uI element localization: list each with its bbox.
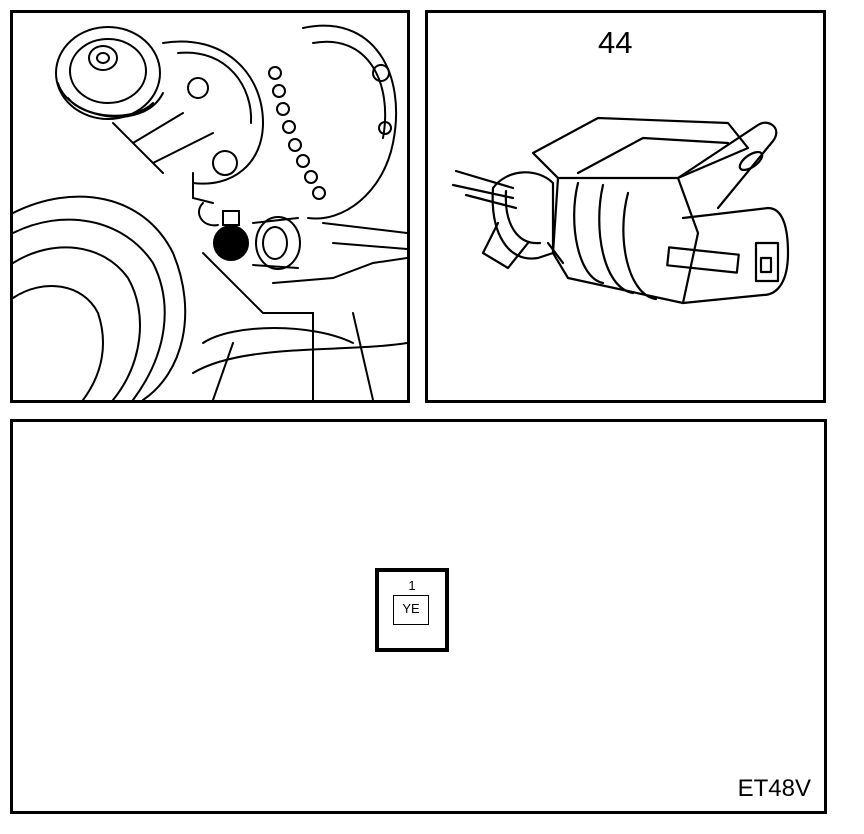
pinout-panel: 1 YE ET48V — [10, 419, 827, 814]
pin-cell: YE — [393, 595, 429, 625]
pin-number: 1 — [408, 578, 416, 593]
connector-view-panel: 44 — [425, 10, 826, 403]
figure-code: ET48V — [737, 775, 811, 802]
pin-wire-color: YE — [402, 601, 420, 616]
connector-number: 44 — [598, 25, 633, 60]
connector-drawing — [451, 116, 790, 305]
engine-location-illustration — [10, 10, 410, 403]
engine-location-drawing — [13, 24, 407, 400]
connector-face: 1 YE — [375, 568, 449, 652]
